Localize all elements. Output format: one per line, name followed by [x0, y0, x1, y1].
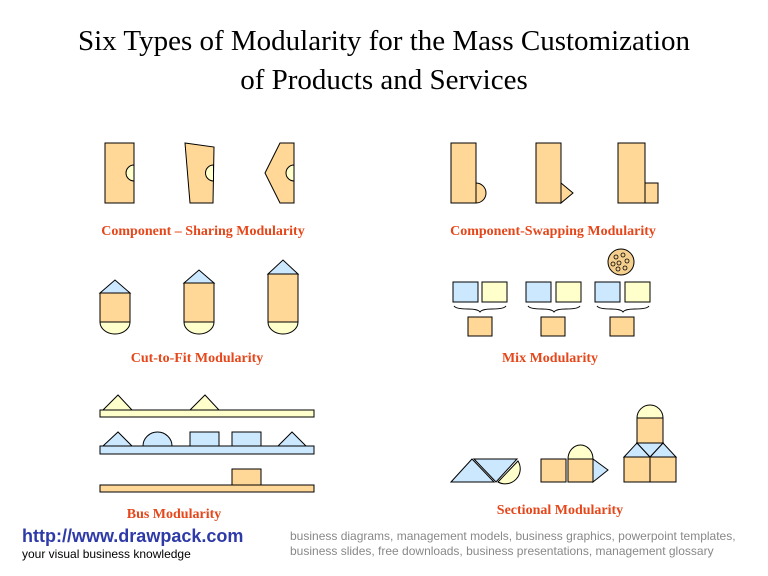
title-line-1: Six Types of Modularity for the Mass Cus… — [77, 25, 691, 57]
label-bus: Bus Modularity — [126, 507, 222, 522]
label-mix: Mix Modularity — [501, 351, 599, 366]
bus-diagram — [99, 394, 315, 493]
label-cut-to-fit: Cut-to-Fit Modularity — [130, 351, 264, 366]
cut-to-fit-diagram — [98, 259, 300, 335]
sectional-diagram — [449, 404, 678, 485]
label-component-sharing: Component – Sharing Modularity — [101, 224, 305, 239]
label-sectional: Sectional Modularity — [496, 503, 624, 518]
title-line-2: of Products and Services — [240, 64, 528, 96]
label-component-swapping: Component-Swapping Modularity — [450, 224, 656, 239]
website-link[interactable]: http://www.drawpack.com — [22, 526, 244, 546]
keywords-text: business diagrams, management models, bu… — [290, 529, 736, 558]
component-sharing-diagram — [104, 142, 295, 204]
tagline: your visual business knowledge — [22, 547, 191, 561]
component-swapping-diagram — [450, 142, 659, 205]
mix-diagram — [452, 248, 651, 337]
